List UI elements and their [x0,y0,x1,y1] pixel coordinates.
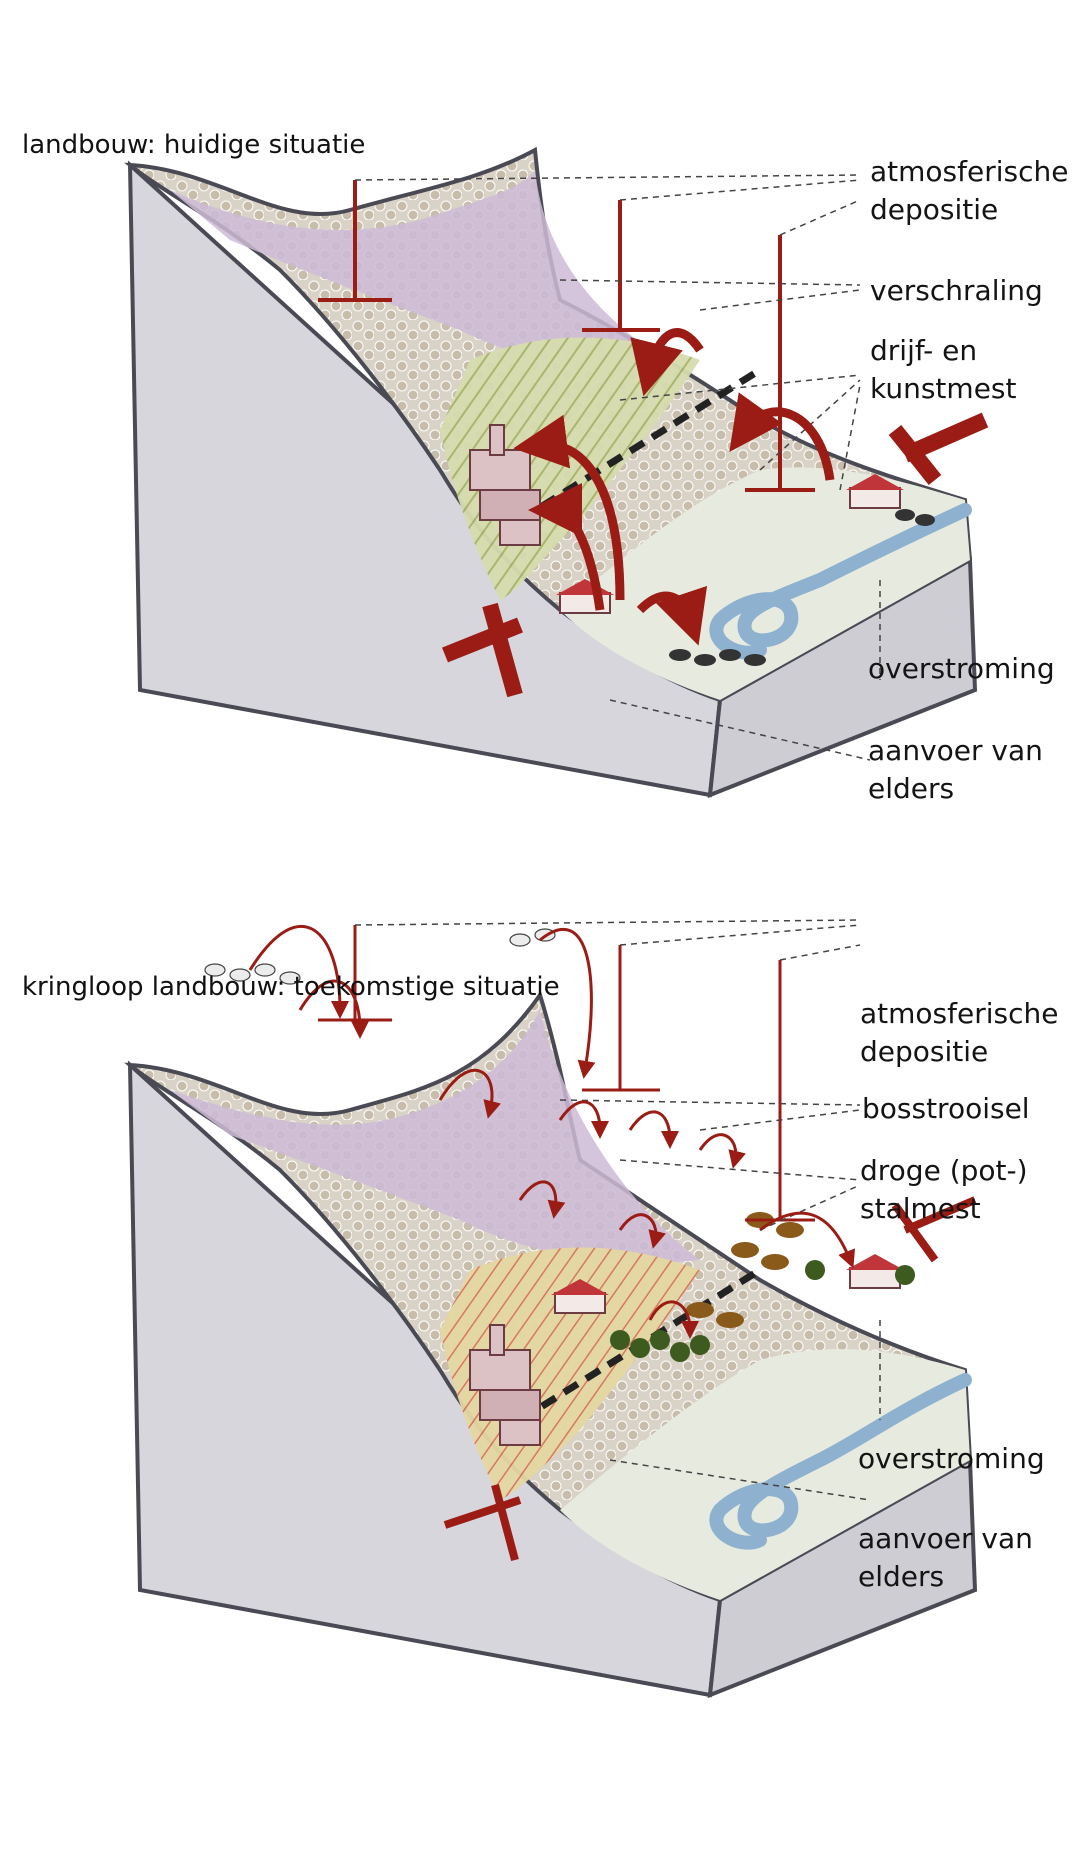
panel-future-situation: kringloop landbouw: toekomstige situatie… [0,900,1080,1800]
farm-building [551,1279,609,1314]
deposition-arrows [318,180,815,492]
farm-building [846,1254,904,1289]
panel-title: landbouw: huidige situatie [22,130,366,160]
river [709,1373,972,1550]
landscape-block-diagram [124,919,978,1699]
sheep-flock [204,928,556,985]
label-dry-stable-manure: droge (pot-)stalmest [860,1154,1028,1225]
landscape-block-diagram [124,146,989,799]
inflow-arrow [443,1196,977,1562]
manure-arrows [248,924,856,1339]
farm-building [846,474,904,509]
label-forest-litter: bosstrooisel [862,1092,1030,1125]
river [709,503,972,660]
tree-group [610,1260,915,1362]
deposition-arrows [318,925,815,1222]
heath-zone [170,170,680,373]
panel-current-situation: landbouw: huidige situatie atmosferische… [0,0,1080,900]
manure-arrows [513,328,835,646]
label-flooding: overstroming [868,652,1055,685]
cattle-herd [669,509,935,666]
leader-lines [354,919,881,1501]
inflow-arrow [442,412,989,698]
label-impoverishment: verschraling [870,274,1043,307]
label-flooding: overstroming [858,1442,1045,1475]
railway [518,367,762,523]
valley-floor [560,1349,970,1600]
heath-zone [170,1010,700,1263]
panel-title: kringloop landbouw: toekomstige situatie [22,972,560,1002]
village [469,1324,541,1446]
